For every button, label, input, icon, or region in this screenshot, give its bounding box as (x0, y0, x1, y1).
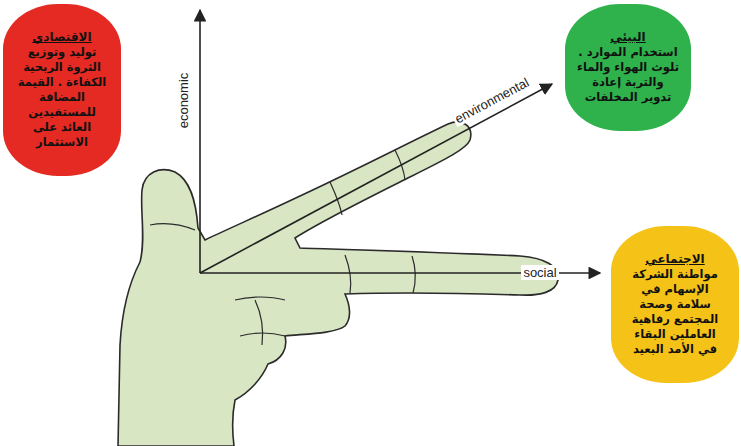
environmental-axis (200, 84, 552, 273)
thumb-crease (150, 224, 195, 230)
box-body: استخدام الموارد . تلوث الهواء والماء وال… (577, 45, 679, 105)
finger-crease (412, 256, 415, 293)
box-heading: الاجتماعي (623, 252, 727, 267)
hand-shape (118, 122, 558, 446)
axis-label: economic (176, 70, 191, 130)
finger-crease (255, 300, 263, 345)
box-body: مواطنة الشركة الإسهام في سلامة وصحة المج… (623, 267, 727, 357)
box-body: توليد وتوزيع الثروة الربحية الكفاءة . ال… (15, 45, 109, 150)
finger-crease (345, 255, 351, 293)
economic-axis (199, 10, 201, 273)
box-heading: البيئي (577, 30, 679, 45)
social-box: الاجتماعيمواطنة الشركة الإسهام في سلامة … (611, 226, 739, 383)
finger-crease (235, 297, 285, 300)
box-heading: الاقتصادي (15, 30, 109, 45)
environmental-box: البيئياستخدام الموارد . تلوث الهواء والم… (565, 4, 691, 131)
axis-label: social (521, 265, 558, 280)
economic-box: الاقتصاديتوليد وتوزيع الثروة الربحية الك… (3, 4, 121, 176)
